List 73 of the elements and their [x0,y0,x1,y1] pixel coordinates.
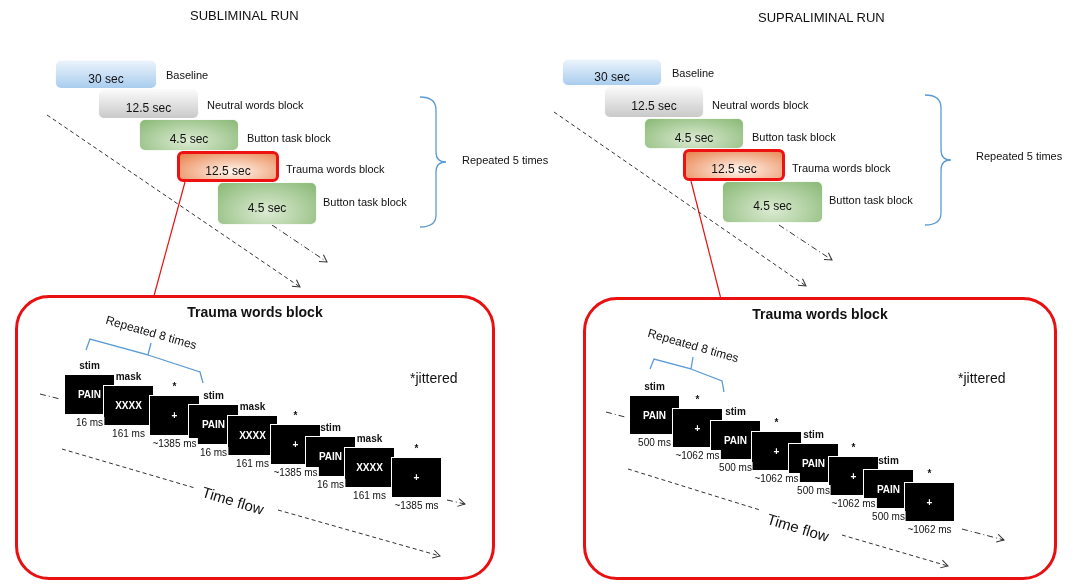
screen-label: * [927,468,932,479]
duration-label: 500 ms [871,511,906,522]
baseline-block: 30 sec [55,60,157,89]
axis-label: Time flow [200,483,266,518]
duration-label: ~1385 ms [393,500,440,511]
stimulus-screen: PAIN [629,395,680,435]
connector-line [153,181,186,296]
block-label: Button task block [323,196,407,208]
duration-label: ~1062 ms [753,473,800,484]
screen-label: * [293,410,298,421]
screen-label: * [774,417,779,428]
task-block: 4.5 sec [217,182,317,225]
block-panel [15,295,495,580]
screen-label: stim [79,360,100,371]
note-text: *jittered [958,370,1006,386]
block-label: Trauma words block [286,163,385,175]
screen-label: mask [239,401,266,412]
screen-label: stim [803,429,824,440]
block-label: Baseline [672,67,715,79]
block-label: Neutral words block [712,99,809,111]
screen-label: * [851,442,856,453]
duration-label: 16 ms [315,479,346,490]
block-label: Button task block [752,131,836,143]
task-block: 4.5 sec [722,181,823,223]
screen-label: mask [115,371,142,382]
panel-title: Trauma words block [751,306,889,322]
connector-line [690,180,722,298]
duration-label: ~1385 ms [272,467,319,478]
duration-label: 500 ms [796,485,831,496]
duration-label: 161 ms [352,490,387,501]
duration-label: ~1062 ms [674,450,721,461]
block-label: Trauma words block [792,162,891,174]
axis-label: Time flow [765,510,831,545]
neutral-block: 12.5 sec [98,89,199,119]
screen-label: stim [203,390,224,401]
block-label: Button task block [829,194,913,206]
screen-label: * [695,394,700,405]
trauma-block: 12.5 sec [683,149,785,181]
panel-title: Trauma words block [186,304,324,320]
task-block: 4.5 sec [139,119,239,151]
duration-label: 16 ms [198,447,229,458]
block-label: Neutral words block [207,99,304,111]
duration-label: 16 ms [74,417,105,428]
baseline-block: 30 sec [562,59,662,86]
note-text: *jittered [410,370,458,386]
trauma-block: 12.5 sec [177,151,279,182]
duration-label: 500 ms [637,437,672,448]
screen-label: stim [878,455,899,466]
duration-label: 161 ms [111,428,146,439]
screen-label: stim [725,406,746,417]
run-title: SUBLIMINAL RUN [190,8,299,23]
screen-label: mask [356,433,383,444]
screen-label: stim [320,422,341,433]
block-panel [583,297,1057,580]
screen-label: * [414,443,419,454]
repeat-label: Repeated 5 times [976,150,1063,162]
duration-label: ~1062 ms [906,524,953,535]
stimulus-screen: + [904,482,955,522]
stimulus-screen: XXXX [103,385,154,426]
duration-label: ~1062 ms [830,498,877,509]
screen-label: * [172,381,177,392]
task-block: 4.5 sec [644,118,744,149]
block-label: Button task block [247,132,331,144]
duration-label: 161 ms [235,458,270,469]
duration-label: ~1385 ms [151,438,198,449]
duration-label: 500 ms [718,462,753,473]
screen-label: stim [644,381,665,392]
stimulus-screen: + [391,457,442,498]
block-label: Baseline [166,69,209,81]
stimulus-screen: XXXX [344,447,395,488]
repeat-label: Repeated 5 times [462,154,549,166]
run-title: SUPRALIMINAL RUN [758,10,885,25]
neutral-block: 12.5 sec [604,86,704,118]
